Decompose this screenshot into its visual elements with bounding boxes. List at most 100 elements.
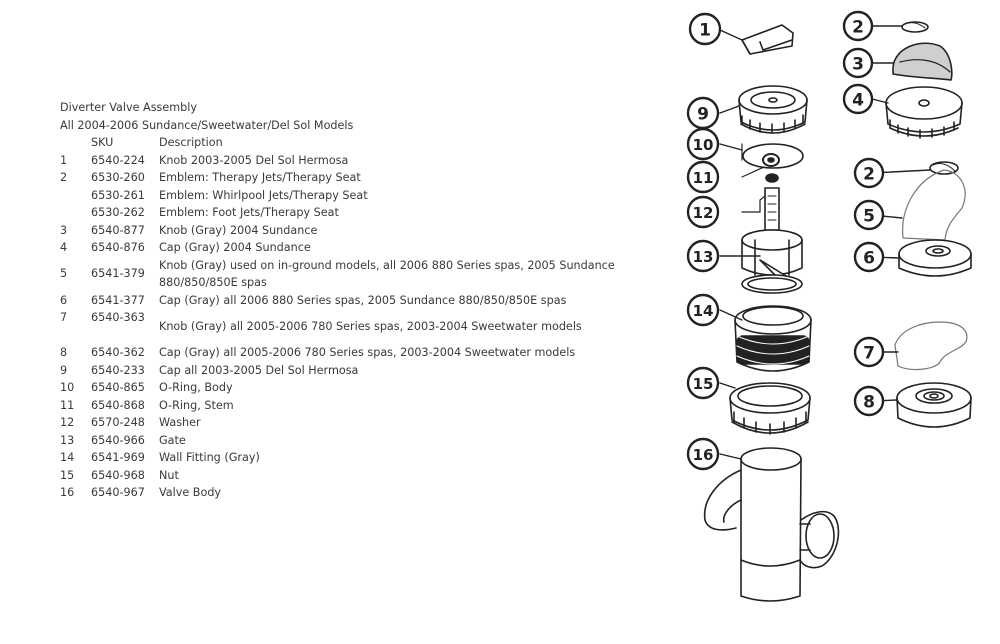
callout-16: 16 (686, 437, 720, 471)
part-number (60, 187, 91, 205)
svg-text:4: 4 (852, 91, 864, 111)
part-description: Knob (Gray) used on in-ground models, al… (159, 258, 615, 290)
part-number: 6 (60, 293, 68, 307)
table-row: 8 6540-362 Cap (Gray) all 2005-2006 780 … (60, 344, 670, 362)
table-row: 15 6540-968 Nut (60, 467, 670, 485)
part-description: Knob (Gray) all 2005-2006 780 Series spa… (159, 319, 582, 333)
part-knob-gray-sundance (892, 42, 953, 81)
header-number (60, 134, 91, 152)
part-sku: 6540-877 (91, 223, 145, 237)
part-number: 15 (60, 468, 75, 482)
part-description: Cap all 2003-2005 Del Sol Hermosa (159, 363, 359, 377)
table-row: 6530-261 Emblem: Whirlpool Jets/Therapy … (60, 187, 670, 205)
callout-3: 3 (842, 47, 874, 79)
svg-text:9: 9 (697, 105, 709, 125)
part-description: Knob 2003-2005 Del Sol Hermosa (159, 153, 349, 167)
part-knob-in-ground (902, 169, 966, 241)
part-description: Emblem: Foot Jets/Therapy Seat (159, 206, 339, 219)
table-row: 12 6570-248 Washer (60, 414, 670, 432)
part-number: 16 (60, 486, 75, 499)
callout-9: 9 (686, 96, 720, 130)
part-sku: 6540-868 (91, 398, 145, 412)
header-sku: SKU (91, 136, 114, 149)
part-knob-del-sol (741, 24, 794, 55)
part-gate (741, 187, 803, 294)
part-number: 7 (60, 311, 68, 324)
part-sku: 6530-261 (91, 188, 145, 202)
part-cap-780-series (896, 382, 972, 428)
table-row: 14 6541-969 Wall Fitting (Gray) (60, 449, 670, 467)
svg-text:3: 3 (852, 55, 864, 75)
svg-text:11: 11 (693, 169, 714, 187)
part-sku: 6540-233 (91, 363, 145, 377)
part-sku: 6570-248 (91, 416, 145, 429)
table-row: 16 6540-967 Valve Body (60, 484, 670, 502)
table-row: 5 6541-379 Knob (Gray) used on in-ground… (60, 257, 670, 292)
part-number: 2 (60, 171, 68, 184)
callout-5: 5 (853, 199, 885, 231)
callout-10: 10 (686, 127, 720, 161)
part-description: Nut (159, 468, 179, 482)
part-valve-body (703, 447, 840, 602)
table-row: 6530-262 Emblem: Foot Jets/Therapy Seat (60, 204, 670, 222)
table-row: 6 6541-377 Cap (Gray) all 2006 880 Serie… (60, 292, 670, 310)
part-description: Cap (Gray) all 2006 880 Series spas, 200… (159, 293, 567, 307)
part-o-ring-stem (741, 153, 780, 178)
part-knob-780-series (894, 321, 968, 371)
svg-text:13: 13 (693, 248, 714, 266)
table-row: 3 6540-877 Knob (Gray) 2004 Sundance (60, 222, 670, 240)
svg-text:7: 7 (863, 344, 875, 364)
callout-13: 13 (686, 239, 720, 273)
part-sku: 6540-363 (91, 311, 145, 324)
part-sku: 6540-876 (91, 241, 145, 254)
callout-1: 1 (688, 12, 722, 46)
part-emblem-middle (929, 161, 959, 175)
part-number: 5 (60, 267, 68, 281)
part-description: Knob (Gray) 2004 Sundance (159, 223, 318, 237)
part-cap-del-sol (738, 85, 808, 134)
part-number (60, 204, 91, 222)
callout-11: 11 (686, 160, 720, 194)
part-description: Wall Fitting (Gray) (159, 451, 260, 464)
part-description: Cap (Gray) 2004 Sundance (159, 241, 311, 254)
part-number: 8 (60, 346, 68, 359)
svg-text:6: 6 (863, 249, 875, 269)
svg-text:2: 2 (863, 165, 875, 185)
table-row: 10 6540-865 O-Ring, Body (60, 379, 670, 397)
part-description: Emblem: Therapy Jets/Therapy Seat (159, 171, 361, 184)
part-sku: 6540-968 (91, 468, 145, 482)
exploded-diagram: 1 2 3 4 9 10 11 12 13 14 15 16 (686, 10, 972, 602)
part-number: 14 (60, 451, 75, 464)
callout-14: 14 (686, 293, 720, 327)
part-number: 12 (60, 416, 75, 429)
table-row: 1 6540-224 Knob 2003-2005 Del Sol Hermos… (60, 152, 670, 170)
part-sku: 6540-224 (91, 153, 145, 167)
callout-2-top: 2 (842, 10, 874, 42)
table-row: 9 6540-233 Cap all 2003-2005 Del Sol Her… (60, 362, 670, 380)
parts-list: Diverter Valve Assembly All 2004-2006 Su… (60, 99, 670, 502)
part-cap-gray-sundance (885, 86, 963, 139)
part-emblem-top (901, 21, 929, 33)
callout-2-middle: 2 (853, 157, 885, 189)
part-sku: 6541-969 (91, 451, 145, 464)
part-description: Emblem: Whirlpool Jets/Therapy Seat (159, 188, 368, 202)
part-sku: 6530-260 (91, 171, 145, 184)
callout-6: 6 (853, 241, 885, 273)
part-sku: 6541-379 (91, 267, 145, 281)
svg-text:1: 1 (699, 21, 711, 41)
svg-text:16: 16 (693, 446, 714, 464)
part-sku: 6540-966 (91, 433, 145, 447)
parts-table: SKU Description 1 6540-224 Knob 2003-200… (60, 134, 670, 502)
table-row: 4 6540-876 Cap (Gray) 2004 Sundance (60, 239, 670, 257)
table-row: 7 6540-363 Knob (Gray) all 2005-2006 780… (60, 309, 670, 344)
part-description: Washer (159, 416, 201, 429)
table-row: 2 6530-260 Emblem: Therapy Jets/Therapy … (60, 169, 670, 187)
part-sku: 6540-362 (91, 346, 145, 359)
callout-4: 4 (842, 83, 874, 115)
part-sku: 6540-865 (91, 381, 145, 394)
part-cap-880-series (898, 239, 972, 277)
part-number: 9 (60, 363, 68, 377)
callout-15: 15 (686, 366, 720, 400)
table-row: 13 6540-966 Gate (60, 432, 670, 450)
models-subtitle: All 2004-2006 Sundance/Sweetwater/Del So… (60, 118, 354, 132)
